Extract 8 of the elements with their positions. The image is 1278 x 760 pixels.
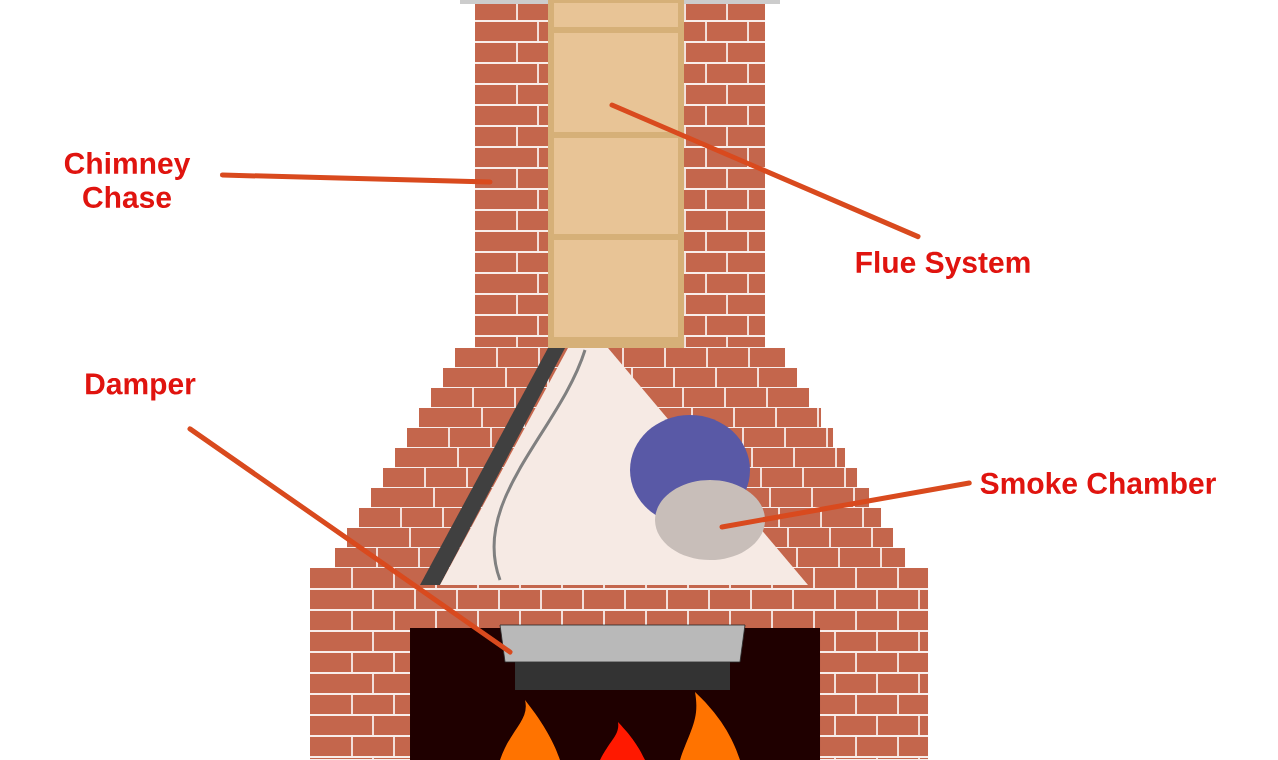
leader-line [219, 172, 493, 185]
part-label: Flue System [856, 251, 1030, 279]
part-label: Chimney Chase [64, 152, 191, 208]
part-label: Damper [86, 373, 196, 401]
leader-line [187, 426, 513, 655]
leader-line [719, 480, 972, 530]
part-label: Smoke Chamber [980, 472, 1216, 494]
leader-line [609, 102, 921, 240]
